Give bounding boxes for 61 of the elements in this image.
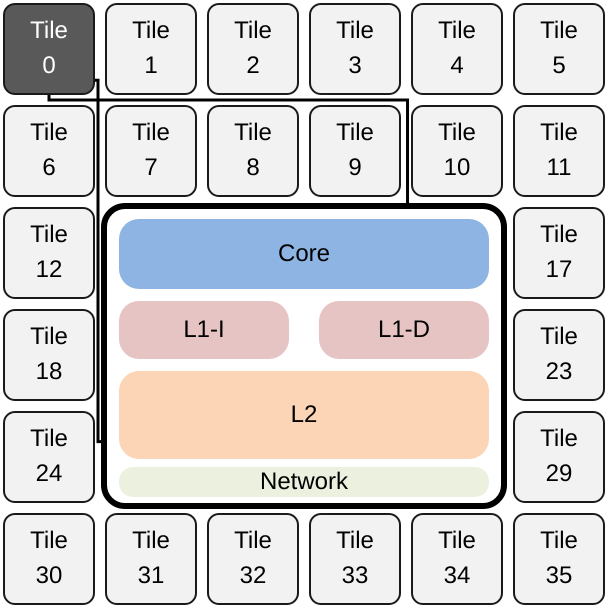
cache-block [119, 371, 489, 459]
tile-box [411, 3, 503, 95]
tile-label: Tile 30 [30, 526, 68, 591]
tile-label: Tile 24 [30, 424, 68, 489]
tile-label: Tile 2 [234, 16, 272, 81]
block-label: L2 [290, 402, 318, 428]
tile-box [207, 105, 299, 197]
tile-box [513, 513, 605, 605]
tile-box [3, 513, 95, 605]
tile-label: Tile 4 [438, 16, 476, 81]
tile-label: Tile 8 [234, 118, 272, 183]
network-block [119, 467, 489, 497]
block-label: L1-D [378, 316, 430, 344]
tile-label: Tile 9 [336, 118, 374, 183]
tile-box [309, 3, 401, 95]
tile-box [3, 3, 95, 95]
tile-box [309, 105, 401, 197]
tile-box [3, 309, 95, 401]
tile-label: Tile 10 [438, 118, 476, 183]
tile-box [3, 411, 95, 503]
tile-label: Tile 12 [30, 220, 68, 285]
tile-box [513, 411, 605, 503]
tile-box [3, 207, 95, 299]
zoom-inset-panel [101, 203, 507, 509]
tile-box [411, 105, 503, 197]
tile-label: Tile 18 [30, 322, 68, 387]
tile-label: Tile 34 [438, 526, 476, 591]
tile-box [513, 207, 605, 299]
tile-box [3, 105, 95, 197]
tile-label: Tile 7 [132, 118, 170, 183]
tile-label: Tile 32 [234, 526, 272, 591]
tile-label: Tile 35 [540, 526, 578, 591]
tile-box [105, 105, 197, 197]
tile-box [411, 513, 503, 605]
tile-label: Tile 23 [540, 322, 578, 387]
tile-box [207, 513, 299, 605]
leader-line [48, 95, 410, 203]
leader-line [94, 78, 102, 444]
block-label: Network [260, 468, 348, 496]
tile-label: Tile 33 [336, 526, 374, 591]
tile-box [513, 309, 605, 401]
tile-box [513, 105, 605, 197]
cache-block [319, 301, 489, 359]
tile-label: Tile 11 [540, 118, 578, 183]
tile-label: Tile 0 [30, 16, 68, 81]
block-label: L1-I [183, 316, 225, 344]
block-label: Core [278, 240, 330, 268]
tile-box [105, 3, 197, 95]
tile-label: Tile 1 [132, 16, 170, 81]
tile-label: Tile 17 [540, 220, 578, 285]
tile-label: Tile 31 [132, 526, 170, 591]
core-block [119, 219, 489, 289]
tile-box [207, 3, 299, 95]
tile-box [105, 513, 197, 605]
tile-box [309, 513, 401, 605]
tile-label: Tile 29 [540, 424, 578, 489]
tile-label: Tile 5 [540, 16, 578, 81]
tile-label: Tile 6 [30, 118, 68, 183]
tile-label: Tile 3 [336, 16, 374, 81]
cache-block [119, 301, 289, 359]
tile-box [513, 3, 605, 95]
